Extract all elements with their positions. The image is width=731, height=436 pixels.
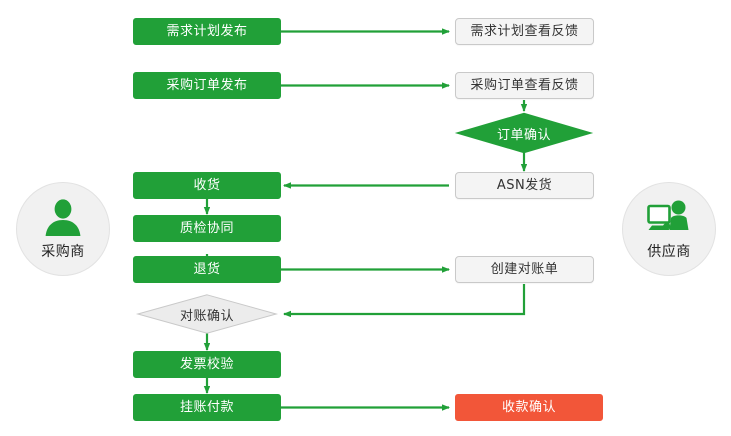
node-po-publish[interactable]: 采购订单发布 [133,72,281,99]
actor-supplier-label: 供应商 [647,244,691,260]
node-asn-ship[interactable]: ASN发货 [455,172,594,199]
node-po-feedback[interactable]: 采购订单查看反馈 [455,72,594,99]
node-order-confirm-label: 订单确认 [496,127,551,143]
node-demand-plan-feedback[interactable]: 需求计划查看反馈 [455,18,594,45]
actor-supplier[interactable]: 供应商 [622,182,716,276]
node-quality-collab[interactable]: 质检协同 [133,215,281,242]
node-invoice-verify[interactable]: 发票校验 [133,351,281,378]
node-statement-confirm[interactable]: 对账确认 [135,294,279,334]
node-statement-confirm-label: 对账确认 [179,308,234,324]
node-return-goods[interactable]: 退货 [133,256,281,283]
node-order-confirm[interactable]: 订单确认 [454,112,594,154]
node-receive-goods[interactable]: 收货 [133,172,281,199]
person-icon [39,197,87,237]
node-create-statement[interactable]: 创建对账单 [455,256,594,283]
node-receipt-confirm[interactable]: 收款确认 [455,394,603,421]
edge-statement-to-confirm [283,284,526,318]
node-payable-payment[interactable]: 挂账付款 [133,394,281,421]
person-at-computer-icon [645,197,693,237]
actor-buyer[interactable]: 采购商 [16,182,110,276]
node-demand-plan-publish[interactable]: 需求计划发布 [133,18,281,45]
actor-buyer-label: 采购商 [41,244,85,260]
